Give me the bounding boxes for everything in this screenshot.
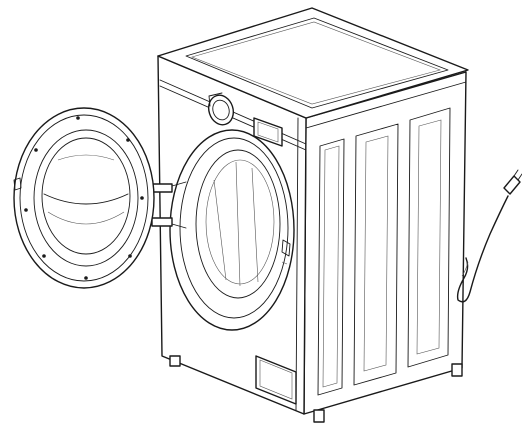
plug	[503, 169, 522, 195]
top-lid	[185, 17, 449, 109]
program-knob	[207, 92, 235, 126]
open-door	[13, 107, 155, 289]
side-panel	[303, 71, 467, 415]
power-cord	[456, 195, 509, 303]
machine-cabinet	[157, 7, 469, 415]
service-flap	[255, 355, 297, 405]
display-window	[253, 117, 283, 147]
top-panel	[157, 7, 469, 119]
adjustable-feet	[169, 355, 463, 423]
drum-opening	[169, 129, 295, 331]
side-ribs	[317, 107, 451, 396]
door-latch	[13, 177, 22, 191]
